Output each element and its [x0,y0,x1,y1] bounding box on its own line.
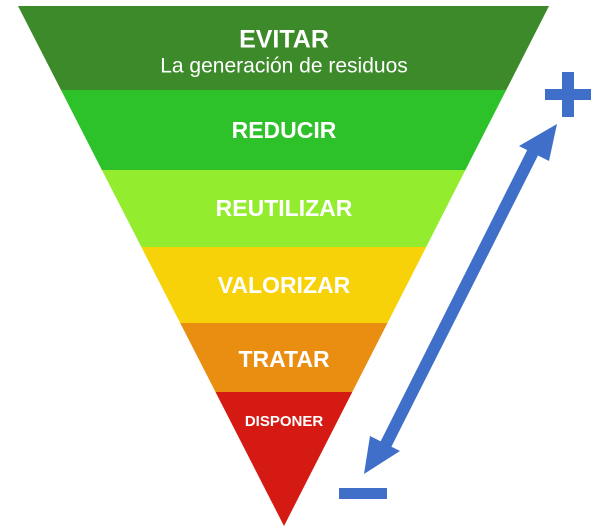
tier-band-valorizar [141,247,427,323]
arrow-head-up-icon [519,124,557,161]
tier-band-reducir [61,90,507,170]
arrow-shaft [377,145,541,453]
tier-label-tratar: TRATAR [238,346,330,372]
tier-label-disponer: DISPONER [245,413,324,430]
scale-arrow [364,124,557,474]
tier-band-tratar [180,323,388,392]
tier-label-valorizar: VALORIZAR [218,272,351,298]
tier-label-reutilizar: REUTILIZAR [216,195,353,221]
tier-band-disponer [215,392,353,526]
plus-icon [545,72,591,117]
tier-band-evitar [18,6,549,90]
tier-band-reutilizar [101,170,466,247]
hierarchy-pyramid [18,6,549,526]
minus-icon [339,488,387,499]
tier-sublabel-evitar: La generación de residuos [160,55,408,78]
tier-label-evitar: EVITAR [239,26,329,54]
tier-label-reducir: REDUCIR [232,117,337,143]
arrow-head-down-icon [364,436,400,474]
